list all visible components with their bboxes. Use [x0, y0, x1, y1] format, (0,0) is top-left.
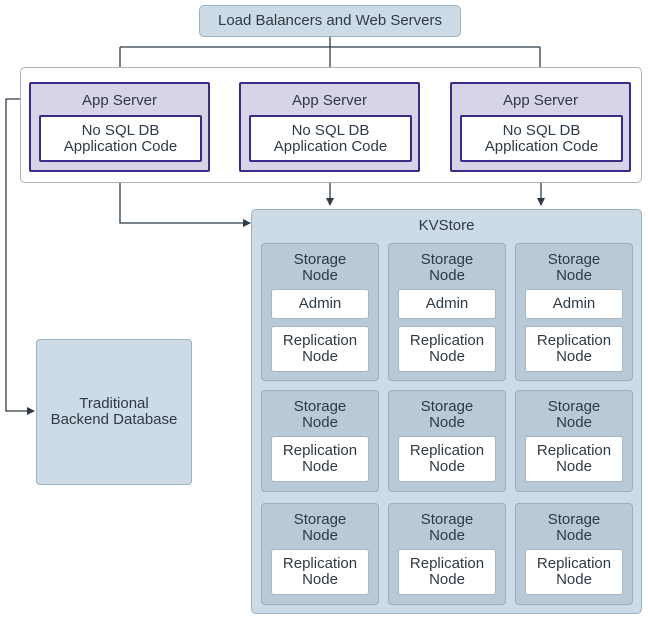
storage-node-title-line1: Storage — [547, 398, 601, 415]
replication-node-line2: Node — [302, 458, 338, 475]
storage-node-title-line1: Storage — [293, 511, 347, 528]
replication-node-box: Replication Node — [525, 326, 623, 372]
replication-node-box: Replication Node — [525, 549, 623, 595]
storage-node-title-line1: Storage — [293, 398, 347, 415]
replication-node-line2: Node — [429, 458, 465, 475]
replication-node-line2: Node — [302, 571, 338, 588]
storage-node-title-line2: Node — [556, 527, 592, 544]
storage-node-title-line2: Node — [429, 267, 465, 284]
app-server-2: App Server No SQL DB Application Code — [239, 82, 420, 172]
backend-line1: Traditional — [79, 395, 149, 412]
load-balancers-label: Load Balancers and Web Servers — [217, 12, 443, 29]
kvstore-title: KVStore — [418, 217, 475, 234]
storage-node-title: Storage Node — [262, 512, 378, 544]
load-balancers-box: Load Balancers and Web Servers — [199, 5, 461, 37]
replication-node-line1: Replication — [409, 442, 485, 459]
storage-node: Storage Node Replication Node — [515, 390, 633, 492]
replication-node-line2: Node — [556, 458, 592, 475]
storage-node-title: Storage Node — [389, 252, 505, 284]
replication-node-box: Replication Node — [398, 326, 496, 372]
storage-node: Storage Node Admin Replication Node — [388, 243, 506, 381]
replication-node-line1: Replication — [536, 442, 612, 459]
app-code-line2: Application Code — [484, 137, 599, 155]
storage-node: Storage Node Replication Node — [388, 503, 506, 605]
replication-node-box: Replication Node — [398, 436, 496, 482]
storage-node-title-line2: Node — [302, 414, 338, 431]
storage-node: Storage Node Replication Node — [261, 503, 379, 605]
app-code-line1: No SQL DB — [502, 121, 581, 139]
app-code-line1: No SQL DB — [291, 121, 370, 139]
app-code-box: No SQL DB Application Code — [249, 115, 412, 162]
admin-box: Admin — [398, 289, 496, 319]
admin-label: Admin — [298, 295, 342, 312]
app-code-line1: No SQL DB — [81, 121, 160, 139]
storage-node-title-line2: Node — [556, 267, 592, 284]
storage-node: Storage Node Replication Node — [515, 503, 633, 605]
replication-node-line1: Replication — [536, 332, 612, 349]
app-code-box: No SQL DB Application Code — [460, 115, 623, 162]
admin-label: Admin — [425, 295, 469, 312]
storage-node-title-line2: Node — [429, 527, 465, 544]
storage-node-title-line2: Node — [302, 267, 338, 284]
storage-node-title-line1: Storage — [420, 398, 474, 415]
app-server-title: App Server — [502, 92, 579, 109]
storage-node-title-line2: Node — [429, 414, 465, 431]
storage-node-title: Storage Node — [516, 512, 632, 544]
app-code-box: No SQL DB Application Code — [39, 115, 202, 162]
replication-node-line2: Node — [302, 348, 338, 365]
storage-node-title: Storage Node — [389, 512, 505, 544]
storage-node-title: Storage Node — [389, 399, 505, 431]
storage-node: Storage Node Admin Replication Node — [515, 243, 633, 381]
storage-node-title-line1: Storage — [420, 511, 474, 528]
replication-node-line1: Replication — [282, 332, 358, 349]
replication-node-line2: Node — [429, 571, 465, 588]
admin-box: Admin — [271, 289, 369, 319]
storage-node-title: Storage Node — [516, 252, 632, 284]
app-server-title: App Server — [291, 92, 368, 109]
replication-node-box: Replication Node — [525, 436, 623, 482]
storage-node-title-line1: Storage — [547, 251, 601, 268]
replication-node-line2: Node — [556, 571, 592, 588]
storage-node-title-line1: Storage — [547, 511, 601, 528]
replication-node-line1: Replication — [282, 442, 358, 459]
storage-node-title: Storage Node — [262, 252, 378, 284]
app-code-line2: Application Code — [273, 137, 388, 155]
storage-node-title-line1: Storage — [293, 251, 347, 268]
edge-app-to-backend — [5, 98, 35, 415]
replication-node-line1: Replication — [409, 332, 485, 349]
app-code-line2: Application Code — [63, 137, 178, 155]
storage-node: Storage Node Replication Node — [261, 390, 379, 492]
app-server-1: App Server No SQL DB Application Code — [29, 82, 210, 172]
app-server-title: App Server — [81, 92, 158, 109]
replication-node-box: Replication Node — [271, 326, 369, 372]
traditional-backend-database: Traditional Backend Database — [36, 339, 192, 485]
replication-node-box: Replication Node — [271, 549, 369, 595]
replication-node-line2: Node — [556, 348, 592, 365]
admin-box: Admin — [525, 289, 623, 319]
storage-node-title-line2: Node — [556, 414, 592, 431]
storage-node-title-line2: Node — [302, 527, 338, 544]
backend-line2: Backend Database — [50, 411, 178, 428]
app-server-3: App Server No SQL DB Application Code — [450, 82, 631, 172]
storage-node: Storage Node Replication Node — [388, 390, 506, 492]
storage-node: Storage Node Admin Replication Node — [261, 243, 379, 381]
storage-node-title-line1: Storage — [420, 251, 474, 268]
replication-node-line2: Node — [429, 348, 465, 365]
replication-node-line1: Replication — [536, 555, 612, 572]
replication-node-line1: Replication — [409, 555, 485, 572]
replication-node-box: Replication Node — [398, 549, 496, 595]
replication-node-line1: Replication — [282, 555, 358, 572]
storage-node-title: Storage Node — [262, 399, 378, 431]
replication-node-box: Replication Node — [271, 436, 369, 482]
admin-label: Admin — [552, 295, 596, 312]
storage-node-title: Storage Node — [516, 399, 632, 431]
